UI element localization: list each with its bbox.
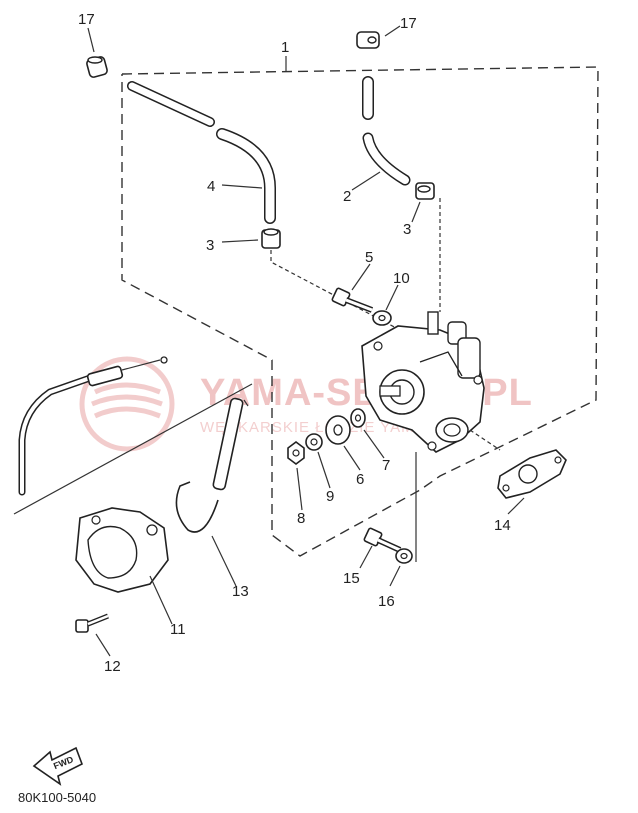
- washer-10: [372, 284, 399, 326]
- pump-cover-11: [75, 507, 173, 625]
- separator-line: [13, 383, 253, 515]
- washer-9: [305, 433, 331, 489]
- callout-16: 16: [378, 593, 395, 610]
- bolt-15: [359, 527, 402, 569]
- callout-9: 9: [326, 488, 334, 505]
- gear-6: [325, 415, 361, 471]
- callout-15: 15: [343, 570, 360, 587]
- callout-17b: 17: [400, 15, 417, 32]
- callout-3b: 3: [403, 221, 411, 238]
- callout-3a: 3: [206, 237, 214, 254]
- callout-4: 4: [207, 178, 215, 195]
- oil-pump-body: [361, 311, 485, 453]
- callout-1: 1: [281, 39, 289, 56]
- callout-13: 13: [232, 583, 249, 600]
- callout-2: 2: [343, 188, 351, 205]
- callout-5: 5: [365, 249, 373, 266]
- callout-11: 11: [170, 621, 186, 638]
- hose-2: [351, 76, 411, 191]
- fitting-3-right: [411, 182, 441, 312]
- callout-8: 8: [297, 510, 305, 527]
- hose-4: [127, 81, 276, 224]
- watermark-logo-icon: [79, 356, 175, 452]
- sensor-wire-13: [175, 397, 249, 587]
- assembly-boundary: [121, 66, 599, 557]
- callout-12: 12: [104, 658, 121, 675]
- cap-17-left: [86, 27, 108, 78]
- fitting-3-left: [221, 228, 401, 331]
- callout-6: 6: [356, 471, 364, 488]
- bolt-5: [331, 263, 374, 313]
- callout-10: 10: [393, 270, 410, 287]
- cap-17-right: [356, 25, 401, 49]
- drawing-code: 80K100-5040: [18, 790, 96, 805]
- callout-7: 7: [382, 457, 390, 474]
- control-cable: [18, 356, 168, 496]
- watermark-sub-text: WĘDKARSKIE ŁODZIE YAMAHA: [200, 419, 449, 436]
- washer-7: [350, 408, 385, 459]
- forward-arrow-icon: FWD: [32, 746, 84, 786]
- washer-16: [389, 452, 417, 587]
- screw-12: [75, 613, 111, 657]
- nut-8: [287, 441, 305, 511]
- gasket-14: [469, 429, 567, 515]
- callout-14: 14: [494, 517, 511, 534]
- callout-17a: 17: [78, 11, 95, 28]
